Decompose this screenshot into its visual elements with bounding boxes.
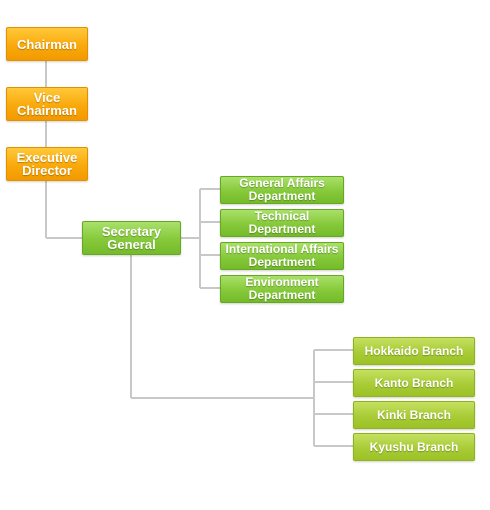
node-technical-label-line1: Technical [254, 209, 310, 223]
node-chairman: Chairman [6, 27, 88, 61]
node-technical-label-line2: Department [248, 222, 316, 236]
node-general-affairs-label-line1: General Affairs [239, 176, 325, 190]
node-kanto-branch-label: Kanto Branch [374, 375, 454, 390]
node-kyushu-branch: Kyushu Branch [353, 433, 475, 461]
node-hokkaido-branch: Hokkaido Branch [353, 337, 475, 365]
node-executive-director-label-line1: Executive [16, 150, 78, 165]
node-executive-director: Executive Director [6, 147, 88, 181]
node-chairman-label: Chairman [17, 36, 77, 52]
node-kyushu-branch-label: Kyushu Branch [369, 439, 459, 454]
node-kinki-branch-label: Kinki Branch [376, 407, 451, 422]
node-international-affairs-department: International Affairs Department [220, 242, 344, 270]
node-environment-department: Environment Department [220, 275, 344, 303]
node-executive-director-label-line2: Director [22, 163, 72, 178]
node-general-affairs-label-line2: Department [248, 189, 316, 203]
node-hokkaido-branch-label: Hokkaido Branch [364, 343, 464, 358]
node-technical-department: Technical Department [220, 209, 344, 237]
node-vice-chairman: Vice Chairman [6, 87, 88, 121]
node-vice-chairman-label-line1: Vice [33, 90, 61, 105]
node-secretary-general-label-line2: General [107, 237, 156, 252]
node-secretary-general-label-line1: Secretary [101, 224, 162, 239]
node-vice-chairman-label-line2: Chairman [17, 103, 77, 118]
node-kinki-branch: Kinki Branch [353, 401, 475, 429]
node-environment-label-line2: Department [248, 288, 316, 302]
node-environment-label-line1: Environment [245, 275, 319, 289]
node-secretary-general: Secretary General [82, 221, 181, 255]
node-general-affairs-department: General Affairs Department [220, 176, 344, 204]
node-kanto-branch: Kanto Branch [353, 369, 475, 397]
node-international-affairs-label-line1: International Affairs [225, 242, 339, 256]
node-international-affairs-label-line2: Department [248, 255, 316, 269]
